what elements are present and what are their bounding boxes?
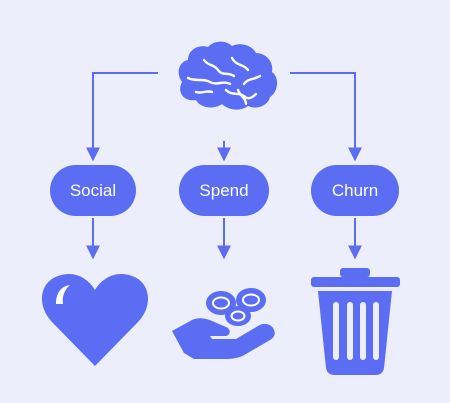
trash-can-icon bbox=[311, 268, 400, 375]
brain-icon bbox=[178, 41, 278, 110]
connectors bbox=[86, 72, 362, 260]
hand-coins-icon bbox=[172, 288, 275, 359]
coin-left-icon bbox=[206, 291, 236, 315]
heart-icon bbox=[41, 273, 149, 366]
coin-right-icon bbox=[236, 288, 266, 312]
node-social: Social bbox=[50, 165, 136, 216]
node-social-label: Social bbox=[70, 181, 116, 200]
node-churn-label: Churn bbox=[332, 181, 378, 200]
connector-root-churn bbox=[290, 72, 362, 162]
node-churn: Churn bbox=[311, 165, 399, 216]
coin-small-icon bbox=[225, 306, 251, 326]
node-spend: Spend bbox=[179, 165, 269, 216]
connector-root-social bbox=[86, 72, 158, 162]
node-spend-label: Spend bbox=[199, 181, 248, 200]
